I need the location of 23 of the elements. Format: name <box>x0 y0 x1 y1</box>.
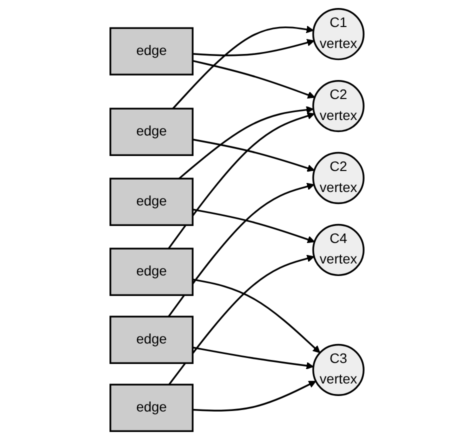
arrow <box>168 182 314 318</box>
node-box: edge <box>110 178 194 226</box>
node-box: edge <box>110 248 194 296</box>
node-box: edge <box>110 27 194 76</box>
arrow <box>192 208 315 244</box>
arrow <box>192 138 315 172</box>
arrow <box>168 112 315 250</box>
arrow <box>192 346 314 370</box>
arrow <box>172 26 314 110</box>
node-circle: C2 vertex <box>312 80 364 132</box>
node-circle: C2 vertex <box>312 152 364 204</box>
node-box: edge <box>110 384 194 432</box>
arrow <box>178 106 314 180</box>
node-circle: C4 vertex <box>312 224 364 276</box>
arrow <box>192 380 316 412</box>
arrow <box>192 38 314 56</box>
node-box: edge <box>110 108 194 156</box>
arrow <box>168 254 314 386</box>
node-box: edge <box>110 316 194 364</box>
node-circle: C1 vertex <box>312 8 364 60</box>
arrow <box>192 60 316 99</box>
node-circle: C3 vertex <box>312 344 364 396</box>
arrow <box>192 278 320 354</box>
